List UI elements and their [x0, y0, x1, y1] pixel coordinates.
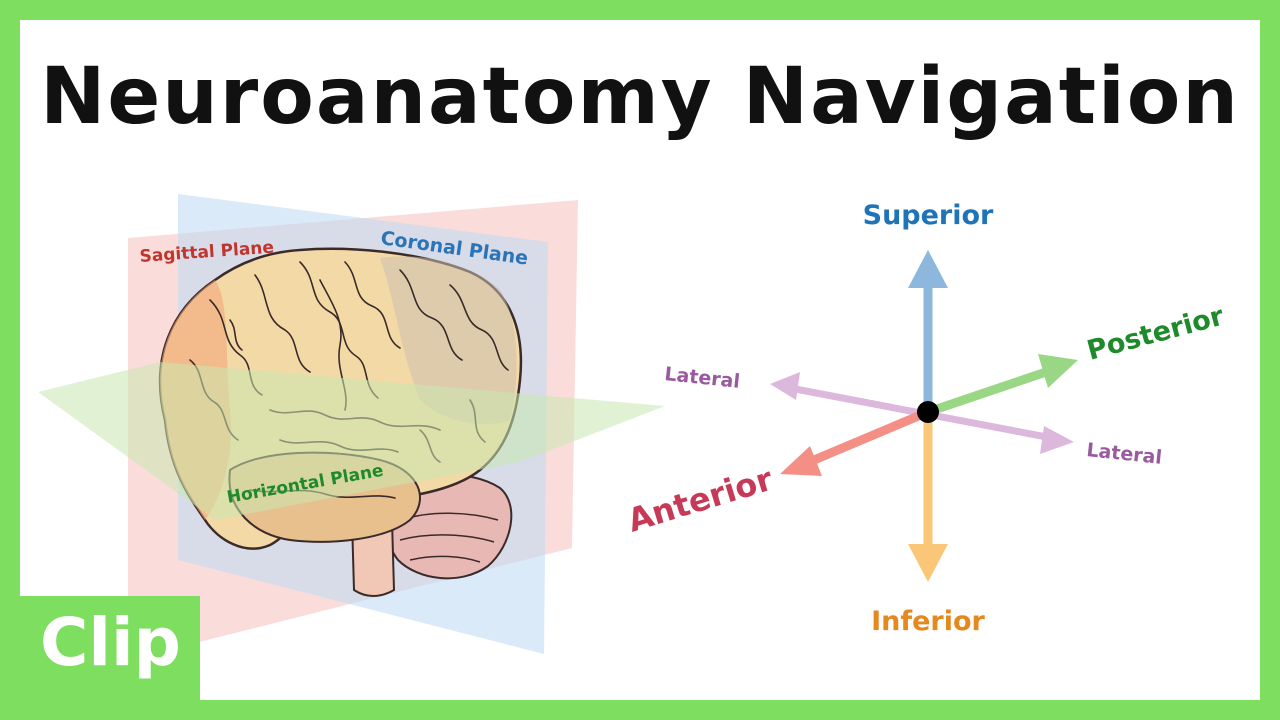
- inferior-label: Inferior: [871, 606, 985, 637]
- superior-arrowhead: [908, 250, 948, 288]
- clip-badge-label: Clip: [40, 604, 181, 681]
- anterior-label: Anterior: [623, 460, 777, 540]
- posterior-axis: [926, 367, 1048, 417]
- lateral-left-label: Lateral: [663, 363, 740, 393]
- lateral-left-arrowhead: [770, 372, 800, 400]
- posterior-arrowhead: [1038, 354, 1078, 388]
- inferior-arrowhead: [908, 544, 948, 582]
- horizontal-plane: [38, 362, 665, 520]
- anterior-axis: [812, 407, 930, 465]
- page-title: Neuroanatomy Navigation: [40, 52, 1240, 142]
- clip-badge: [20, 596, 200, 700]
- lateral-right-arrowhead: [1040, 426, 1074, 454]
- anterior-arrowhead: [780, 446, 822, 476]
- superior-label: Superior: [863, 200, 994, 231]
- lateral-right-label: Lateral: [1085, 439, 1162, 469]
- origin-point: [917, 401, 939, 423]
- posterior-label: Posterior: [1084, 300, 1228, 366]
- direction-axes: [770, 250, 1078, 582]
